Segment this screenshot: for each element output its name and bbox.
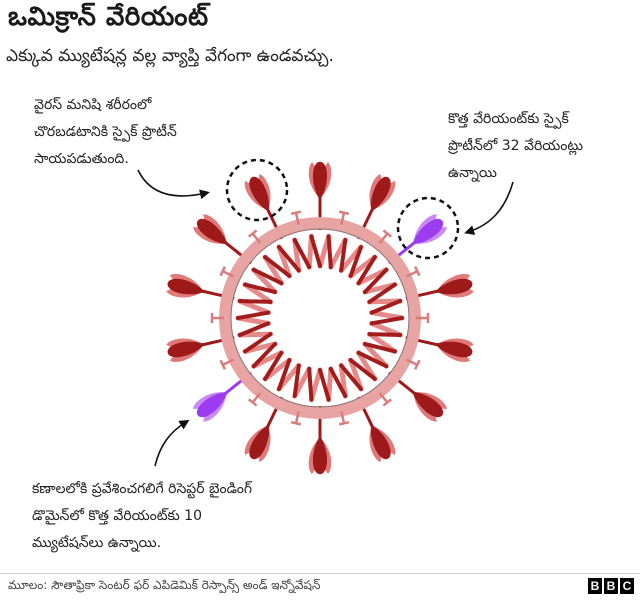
bbc-logo-letter: B: [588, 578, 602, 594]
spike-protein: [308, 161, 332, 230]
callout-line: ఉన్నాయి: [448, 165, 497, 181]
rna-helix: [235, 233, 405, 403]
highlight-circle-spike: [225, 158, 289, 222]
arrow-to-binding-domain-icon: [154, 419, 190, 467]
bbc-logo: B B C: [588, 578, 634, 594]
membrane-proteins: [210, 210, 430, 426]
spike-protein: [405, 336, 474, 362]
page-subtitle: ఎక్కువ మ్యుటేషన్ల వల్ల వ్యాప్తి వేగంగా ఉ…: [6, 46, 334, 66]
callout-spike-mutations: కొత్త వేరియంట్‌కు స్పైక్ ప్రొటీన్‌లో 32 …: [448, 106, 638, 187]
callout-line: కొత్త వేరియంట్‌కు స్పైక్: [448, 111, 569, 127]
arrow-to-mutated-spike-icon: [464, 181, 514, 235]
callout-line: మ్యుటేషన్‌లు ఉన్నాయి.: [32, 535, 162, 551]
callout-line: సాయపడుతుంది.: [34, 151, 129, 167]
page-title: ఒమిక్రాన్ వేరియంట్: [8, 2, 209, 32]
highlight-circle-mutated-spike: [396, 196, 460, 260]
virus-membrane: [219, 217, 421, 419]
footer-divider: [0, 573, 640, 574]
callout-line: చొరబడటానికి స్పైక్ ప్రొటీన్: [34, 124, 177, 140]
callout-line: కణాలలోకి ప్రవేశించగలిగే రిసెప్టర్ బైండిం…: [32, 481, 253, 497]
source-credit: మూలం: సౌతాఫ్రికా సెంటర్ ఫర్ ఎపిడెమిక్ రె…: [8, 578, 321, 592]
spike-protein: [193, 214, 253, 265]
callout-receptor-binding-domain: కణాలలోకి ప్రవేశించగలిగే రిసెప్టర్ బైండిం…: [32, 476, 372, 557]
spike-protein: [166, 274, 235, 300]
spike-proteins: [166, 161, 474, 475]
spike-protein: [356, 173, 396, 240]
spike-protein: [308, 406, 332, 475]
callout-line: ప్రొటీన్‌లో 32 వేరియంట్లు: [448, 138, 584, 154]
bbc-logo-letter: C: [620, 578, 634, 594]
callout-line: వైరస్ మనిషి శరీరంలో: [34, 97, 152, 113]
arrow-to-spike-icon: [137, 169, 210, 200]
callout-line: డొమైన్‌లో కొత్త వేరియంట్‌కు 10: [32, 508, 202, 524]
bbc-logo-letter: B: [604, 578, 618, 594]
membrane-inner-edge: [230, 228, 410, 408]
callout-spike-protein: వైరస్ మనిషి శరీరంలో చొరబడటానికి స్పైక్ ప…: [34, 92, 254, 173]
